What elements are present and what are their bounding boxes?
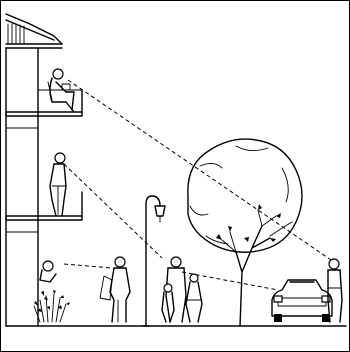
car — [272, 280, 332, 322]
sightline-middle-to-lamp — [64, 164, 162, 258]
pedestrian-woman — [100, 257, 130, 322]
person-standing-middle-balcony — [50, 153, 66, 216]
sightlines — [64, 80, 334, 290]
person-ground-window — [40, 261, 56, 282]
pedestrian-man — [328, 259, 342, 322]
balcony-middle — [6, 192, 82, 232]
shrub — [34, 290, 70, 322]
person-seated-upper-balcony — [48, 69, 74, 112]
sightline-ground-to-woman — [64, 264, 112, 268]
roof — [6, 14, 62, 48]
balcony-upper — [6, 90, 82, 128]
sightline-upper-to-man — [68, 80, 334, 262]
family-group — [162, 257, 202, 322]
